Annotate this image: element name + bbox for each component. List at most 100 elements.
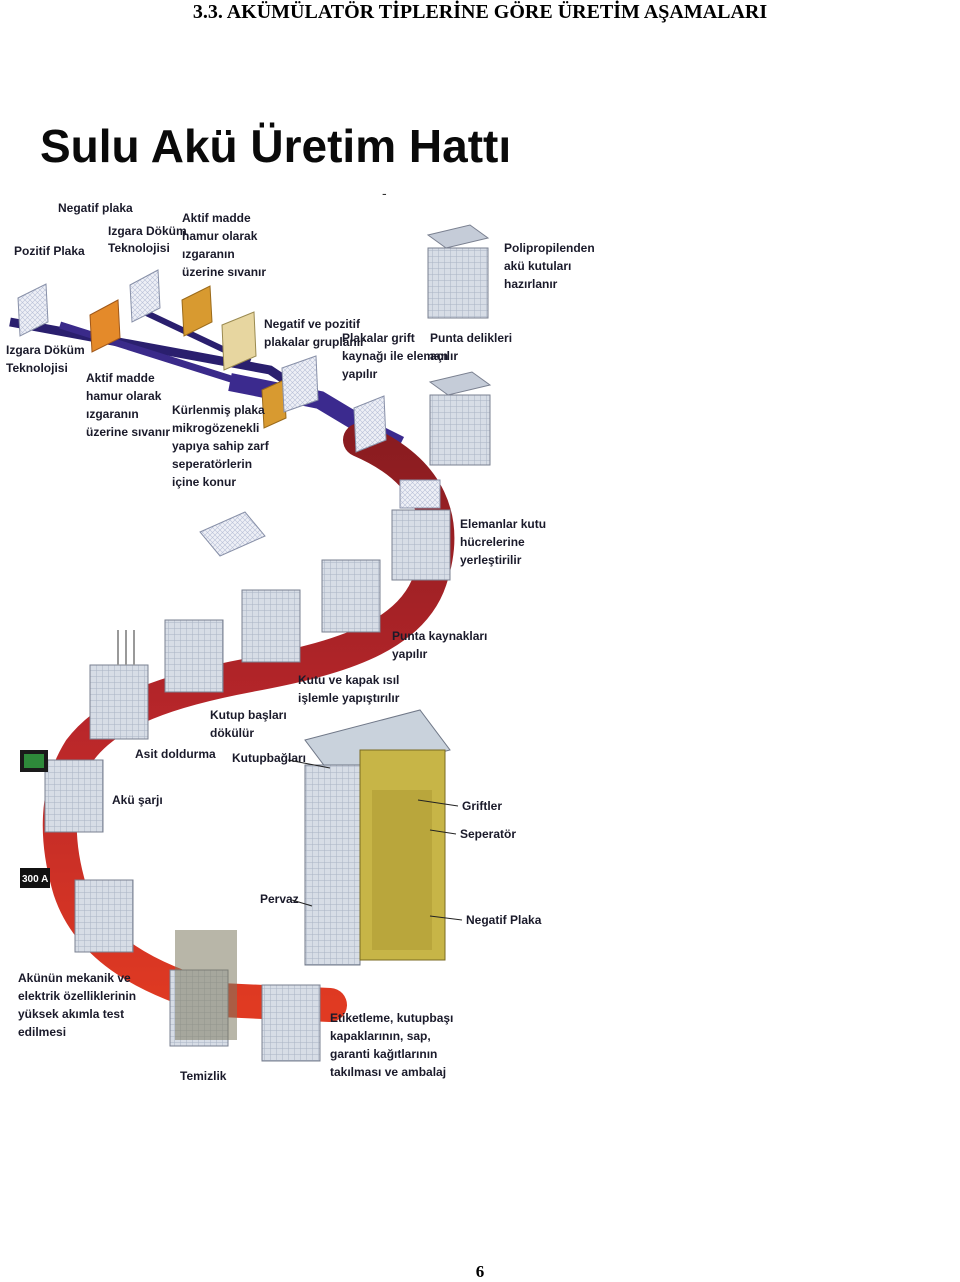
svg-text:yapılır: yapılır [342,367,378,381]
svg-text:Etiketleme, kutupbaşı: Etiketleme, kutupbaşı [330,1011,453,1025]
label-temizlik: Temizlik [180,1069,227,1083]
label-aktif-madde-top: Aktif madde hamur olarak ızgaranın üzeri… [182,211,266,279]
svg-text:Negatif ve pozitif: Negatif ve pozitif [264,317,361,331]
svg-text:üzerine sıvanır: üzerine sıvanır [86,425,170,439]
svg-text:hamur olarak: hamur olarak [86,389,162,403]
grid-plate-negative [129,269,161,323]
svg-text:edilmesi: edilmesi [18,1025,66,1039]
separator-plates [199,511,266,557]
label-izgara-dokum-left: Izgara Döküm Teknolojisi [6,343,85,375]
label-negatif-pozitif: Negatif ve pozitif plakalar gruplanır [264,317,365,349]
empty-battery-box-2 [428,371,492,466]
svg-text:Negatif Plaka: Negatif Plaka [466,913,542,927]
battery-production-line-diagram: Sulu Akü Üretim Hattı - [6,120,595,1083]
svg-text:Negatif plaka: Negatif plaka [58,201,133,215]
battery-box-elements [391,509,451,581]
label-punta-kaynaklari: Punta kaynakları yapılır [392,629,487,661]
svg-text:seperatörlerin: seperatörlerin [172,457,252,471]
svg-text:Kürlenmiş plaka: Kürlenmiş plaka [172,403,265,417]
label-plakalar-grift: Plakalar grift kaynağı ile eleman yapılı… [342,331,448,381]
battery-cleaning [169,930,237,1047]
svg-text:işlemle yapıştırılır: işlemle yapıştırılır [298,691,400,705]
grid-plate-positive [17,283,49,337]
svg-text:Pervaz: Pervaz [260,892,299,906]
pasted-plate-1 [89,299,121,353]
label-negatif-plaka: Negatif plaka [58,201,133,215]
svg-text:hamur olarak: hamur olarak [182,229,258,243]
svg-text:dökülür: dökülür [210,726,254,740]
plate-group [281,355,319,413]
svg-text:Elemanlar kutu: Elemanlar kutu [460,517,546,531]
battery-lid-sealed [241,589,301,663]
svg-text:hazırlanır: hazırlanır [504,277,558,291]
svg-text:yerleştirilir: yerleştirilir [460,553,522,567]
section-heading: 3.3. AKÜMÜLATÖR TİPLERİNE GÖRE ÜRETİM AŞ… [192,1,768,23]
svg-text:açılır: açılır [430,349,458,363]
svg-text:Kutup başları: Kutup başları [210,708,287,722]
page-number: 6 [475,1262,485,1281]
svg-text:Teknolojisi: Teknolojisi [108,241,170,255]
svg-text:Punta delikleri: Punta delikleri [430,331,512,345]
empty-battery-box-1 [426,224,490,319]
label-polipropilen: Polipropilenden akü kutuları hazırlanır [504,241,595,291]
svg-text:Izgara Döküm: Izgara Döküm [108,224,187,238]
label-punta-delikleri: Punta delikleri açılır [430,331,512,363]
svg-text:plakalar gruplanır: plakalar gruplanır [264,335,365,349]
battery-acid-filling [89,630,149,740]
label-asit-doldurma: Asit doldurma [135,747,216,761]
label-kutup-baslari: Kutup başları dökülür [210,708,287,740]
label-etiketleme: Etiketleme, kutupbaşı kapaklarının, sap,… [330,1011,453,1079]
label-pervaz: Pervaz [260,892,299,906]
diagram-title: Sulu Akü Üretim Hattı [40,120,511,172]
label-aku-sarji: Akü şarjı [112,793,163,807]
svg-text:Aktif madde: Aktif madde [86,371,155,385]
svg-text:yapıya sahip zarf: yapıya sahip zarf [172,439,270,453]
battery-testing: 300 A [20,868,134,953]
svg-text:üzerine sıvanır: üzerine sıvanır [182,265,266,279]
svg-text:Pozitif Plaka: Pozitif Plaka [14,244,85,258]
svg-text:Teknolojisi: Teknolojisi [6,361,68,375]
battery-charging [20,750,104,833]
svg-text:Polipropilenden: Polipropilenden [504,241,595,255]
label-elemanlar-kutu: Elemanlar kutu hücrelerine yerleştirilir [460,517,546,567]
label-pozitif-plaka: Pozitif Plaka [14,244,85,258]
label-kurlenmis-plaka: Kürlenmiş plaka mikrogözenekli yapıya sa… [172,403,270,489]
svg-text:Asit doldurma: Asit doldurma [135,747,216,761]
callout-lines [287,759,463,921]
svg-text:hücrelerine: hücrelerine [460,535,525,549]
svg-text:Plakalar grift: Plakalar grift [342,331,415,345]
svg-text:Kutu ve kapak ısıl: Kutu ve kapak ısıl [298,673,399,687]
label-izgara-dokum-top: Izgara Döküm Teknolojisi [108,224,187,255]
svg-text:Griftler: Griftler [462,799,502,813]
label-negatif-plaka-cutaway: Negatif Plaka [466,913,542,927]
label-kutu-kapak: Kutu ve kapak ısıl işlemle yapıştırılır [298,673,400,705]
svg-text:Akü şarjı: Akü şarjı [112,793,163,807]
label-aktif-madde-left: Aktif madde hamur olarak ızgaranın üzeri… [86,371,170,439]
cured-plate [221,311,287,429]
svg-text:ızgaranın: ızgaranın [86,407,139,421]
svg-text:Kutupbağları: Kutupbağları [232,751,306,765]
cutaway-battery [304,709,451,966]
battery-welding [321,559,381,633]
svg-text:Punta kaynakları: Punta kaynakları [392,629,487,643]
svg-text:Temizlik: Temizlik [180,1069,227,1083]
svg-text:yapılır: yapılır [392,647,428,661]
label-test: Akünün mekanik ve elektrik özelliklerini… [18,971,136,1039]
welded-element [353,395,441,509]
label-kutupbaglari: Kutupbağları [232,751,306,765]
battery-labelling [261,984,321,1062]
svg-text:kaynağı ile eleman: kaynağı ile eleman [342,349,448,363]
svg-text:Seperatör: Seperatör [460,827,516,841]
svg-text:içine konur: içine konur [172,475,236,489]
svg-text:takılması ve ambalaj: takılması ve ambalaj [330,1065,446,1079]
ampere-display: 300 A [22,874,48,885]
svg-text:mikrogözenekli: mikrogözenekli [172,421,259,435]
svg-text:kapaklarının, sap,: kapaklarının, sap, [330,1029,431,1043]
pasted-plate-2 [181,285,213,337]
svg-text:Izgara Döküm: Izgara Döküm [6,343,85,357]
label-seperator: Seperatör [460,827,516,841]
svg-text:garanti kağıtlarının: garanti kağıtlarının [330,1047,437,1061]
label-griftler: Griftler [462,799,502,813]
svg-text:ızgaranın: ızgaranın [182,247,235,261]
svg-text:elektrik özelliklerinin: elektrik özelliklerinin [18,989,136,1003]
